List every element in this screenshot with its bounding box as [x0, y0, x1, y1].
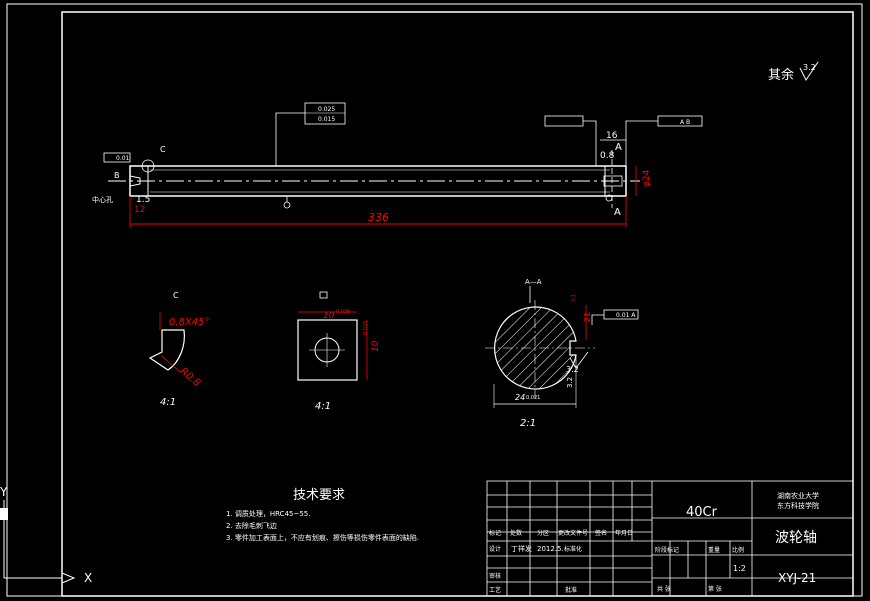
tb-sheet-no: 第 张	[708, 585, 722, 593]
section-aa-depth: 21	[583, 312, 592, 322]
tb-hdr-count: 处数	[510, 529, 522, 537]
section-aa-title: A—A	[525, 278, 542, 286]
section-aa-gtol-leader	[591, 314, 604, 325]
surface-finish-symbol	[799, 61, 819, 81]
tb-stage-mark: 阶段标记	[655, 546, 679, 554]
section-aa-gtol-text: 0.01 A	[616, 312, 636, 319]
shaft-main-view[interactable]: 336 12 1.5 16 0.8 A A φ24 C B 中心孔 0.01 0…	[92, 102, 703, 228]
tech-req-item-1: 1. 调质处理，HRC45~55.	[226, 509, 310, 518]
tb-school-1: 湖南农业大学	[777, 491, 819, 500]
detail-key-square	[297, 319, 358, 381]
diameter-right: φ24	[642, 169, 652, 187]
tb-hdr-zone: 分区	[537, 529, 549, 537]
tb-hdr-date: 年月日	[615, 529, 633, 537]
tb-designer: 丁祥发	[511, 544, 532, 553]
detail-key-width-tol: 0.036	[336, 309, 350, 315]
detail-key-scale: 4:1	[315, 401, 331, 412]
tb-material: 40Cr	[686, 505, 718, 520]
ucs-axis-icon: X Y	[0, 485, 92, 585]
datum-b: B	[114, 171, 120, 180]
tb-stage-weight: 重量	[708, 546, 720, 554]
tb-scale: 1:2	[733, 564, 746, 573]
detail-c-radius-leader	[161, 355, 181, 373]
tech-req-item-3: 3. 零件加工表面上，不应有划痕、擦伤等损伤零件表面的缺陷.	[226, 533, 419, 542]
detail-key-height-tol: 0.015	[363, 321, 369, 335]
section-aa-diameter: 24	[515, 393, 525, 402]
detail-c-scale: 4:1	[160, 397, 176, 408]
tb-process-label: 工艺	[489, 586, 501, 594]
title-block[interactable]	[486, 480, 854, 597]
detail-c-marker	[141, 159, 155, 173]
center-hole-note: 中心孔	[92, 195, 113, 204]
section-aa-scale: 2:1	[520, 418, 536, 429]
tb-design-date: 2012.5.	[537, 545, 564, 553]
detail-key-view[interactable]: 10 0.036 10 0.015 4:1	[297, 291, 381, 412]
section-aa-view[interactable]: A—A 21 0.1 0.01 A 3.2 3.2 24 0.021 2:1	[485, 278, 639, 429]
axis-y-label: Y	[0, 485, 8, 499]
section-a-bottom: A	[614, 207, 621, 218]
detail-c-view[interactable]: C 0.8X45° R0.8 4:1	[148, 291, 209, 408]
detail-c-radius: R0.8	[178, 366, 203, 389]
tech-req-item-2: 2. 去除毛刺飞边	[226, 521, 277, 530]
detail-c-profile	[148, 329, 185, 371]
tb-hdr-sign: 签名	[595, 529, 607, 537]
center-hole	[129, 175, 141, 187]
gtol-left: 0.01	[103, 152, 131, 163]
section-aa-depth-tol: 0.1	[571, 294, 577, 302]
tb-design-label: 设计	[489, 545, 501, 553]
svg-text:0.025: 0.025	[318, 106, 335, 113]
keyway-right	[603, 175, 623, 187]
tb-approve-label: 批准	[565, 586, 577, 594]
tech-requirements: 技术要求 1. 调质处理，HRC45~55. 2. 去除毛刺飞边 3. 零件加工…	[226, 488, 419, 542]
detail-c-chamfer: 0.8X45°	[169, 317, 209, 328]
tech-req-title: 技术要求	[293, 488, 345, 503]
section-aa-finish-rotated: 3.2	[566, 377, 574, 388]
detail-key-width: 10	[323, 311, 335, 321]
section-aa-gtol	[603, 309, 639, 320]
tb-sheets-total: 共 张	[657, 585, 671, 593]
section-aa-diameter-tol: 0.021	[526, 395, 540, 401]
detail-c-title: C	[173, 291, 179, 300]
label-c: C	[160, 145, 166, 154]
tb-school-2: 东方科技学院	[777, 501, 819, 510]
finish-0-8: 0.8	[600, 151, 615, 161]
tb-drawing-no: XYJ-21	[778, 571, 816, 585]
surface-finish-value: 3.2	[803, 63, 816, 72]
surface-finish-note: 其余	[768, 67, 794, 83]
svg-text:A B: A B	[680, 119, 690, 126]
dim-left-small: 12	[134, 205, 145, 215]
tb-hdr-mark: 标记	[489, 529, 501, 537]
dim-right-16: 16	[606, 131, 618, 141]
tb-stage-scale: 比例	[732, 546, 744, 554]
detail-key-height: 10	[371, 340, 381, 352]
tb-part-name: 波轮轴	[775, 530, 817, 546]
gtol-top: 0.025 0.015	[275, 102, 346, 166]
tb-hdr-change: 更改文件号	[558, 529, 588, 537]
tb-standard-label: 标准化	[564, 545, 582, 553]
inner-border	[61, 11, 854, 597]
axis-x-label: X	[84, 571, 92, 585]
outer-border	[6, 3, 863, 597]
chamfer-value: 1.5	[136, 195, 150, 205]
gtol-right-2: A B	[625, 115, 703, 166]
dim-length-value: 336	[368, 211, 389, 224]
tb-review-label: 审核	[489, 572, 501, 580]
svg-text:0.01: 0.01	[116, 155, 130, 162]
section-aa-finish: 3.2	[566, 365, 579, 374]
datum-symbol-mid	[283, 201, 291, 209]
detail-key-title-marker	[319, 291, 328, 299]
datum-symbol-right	[605, 194, 613, 202]
gtol-right-1	[544, 115, 597, 166]
section-a-top: A	[615, 142, 622, 153]
svg-text:0.015: 0.015	[318, 116, 335, 123]
